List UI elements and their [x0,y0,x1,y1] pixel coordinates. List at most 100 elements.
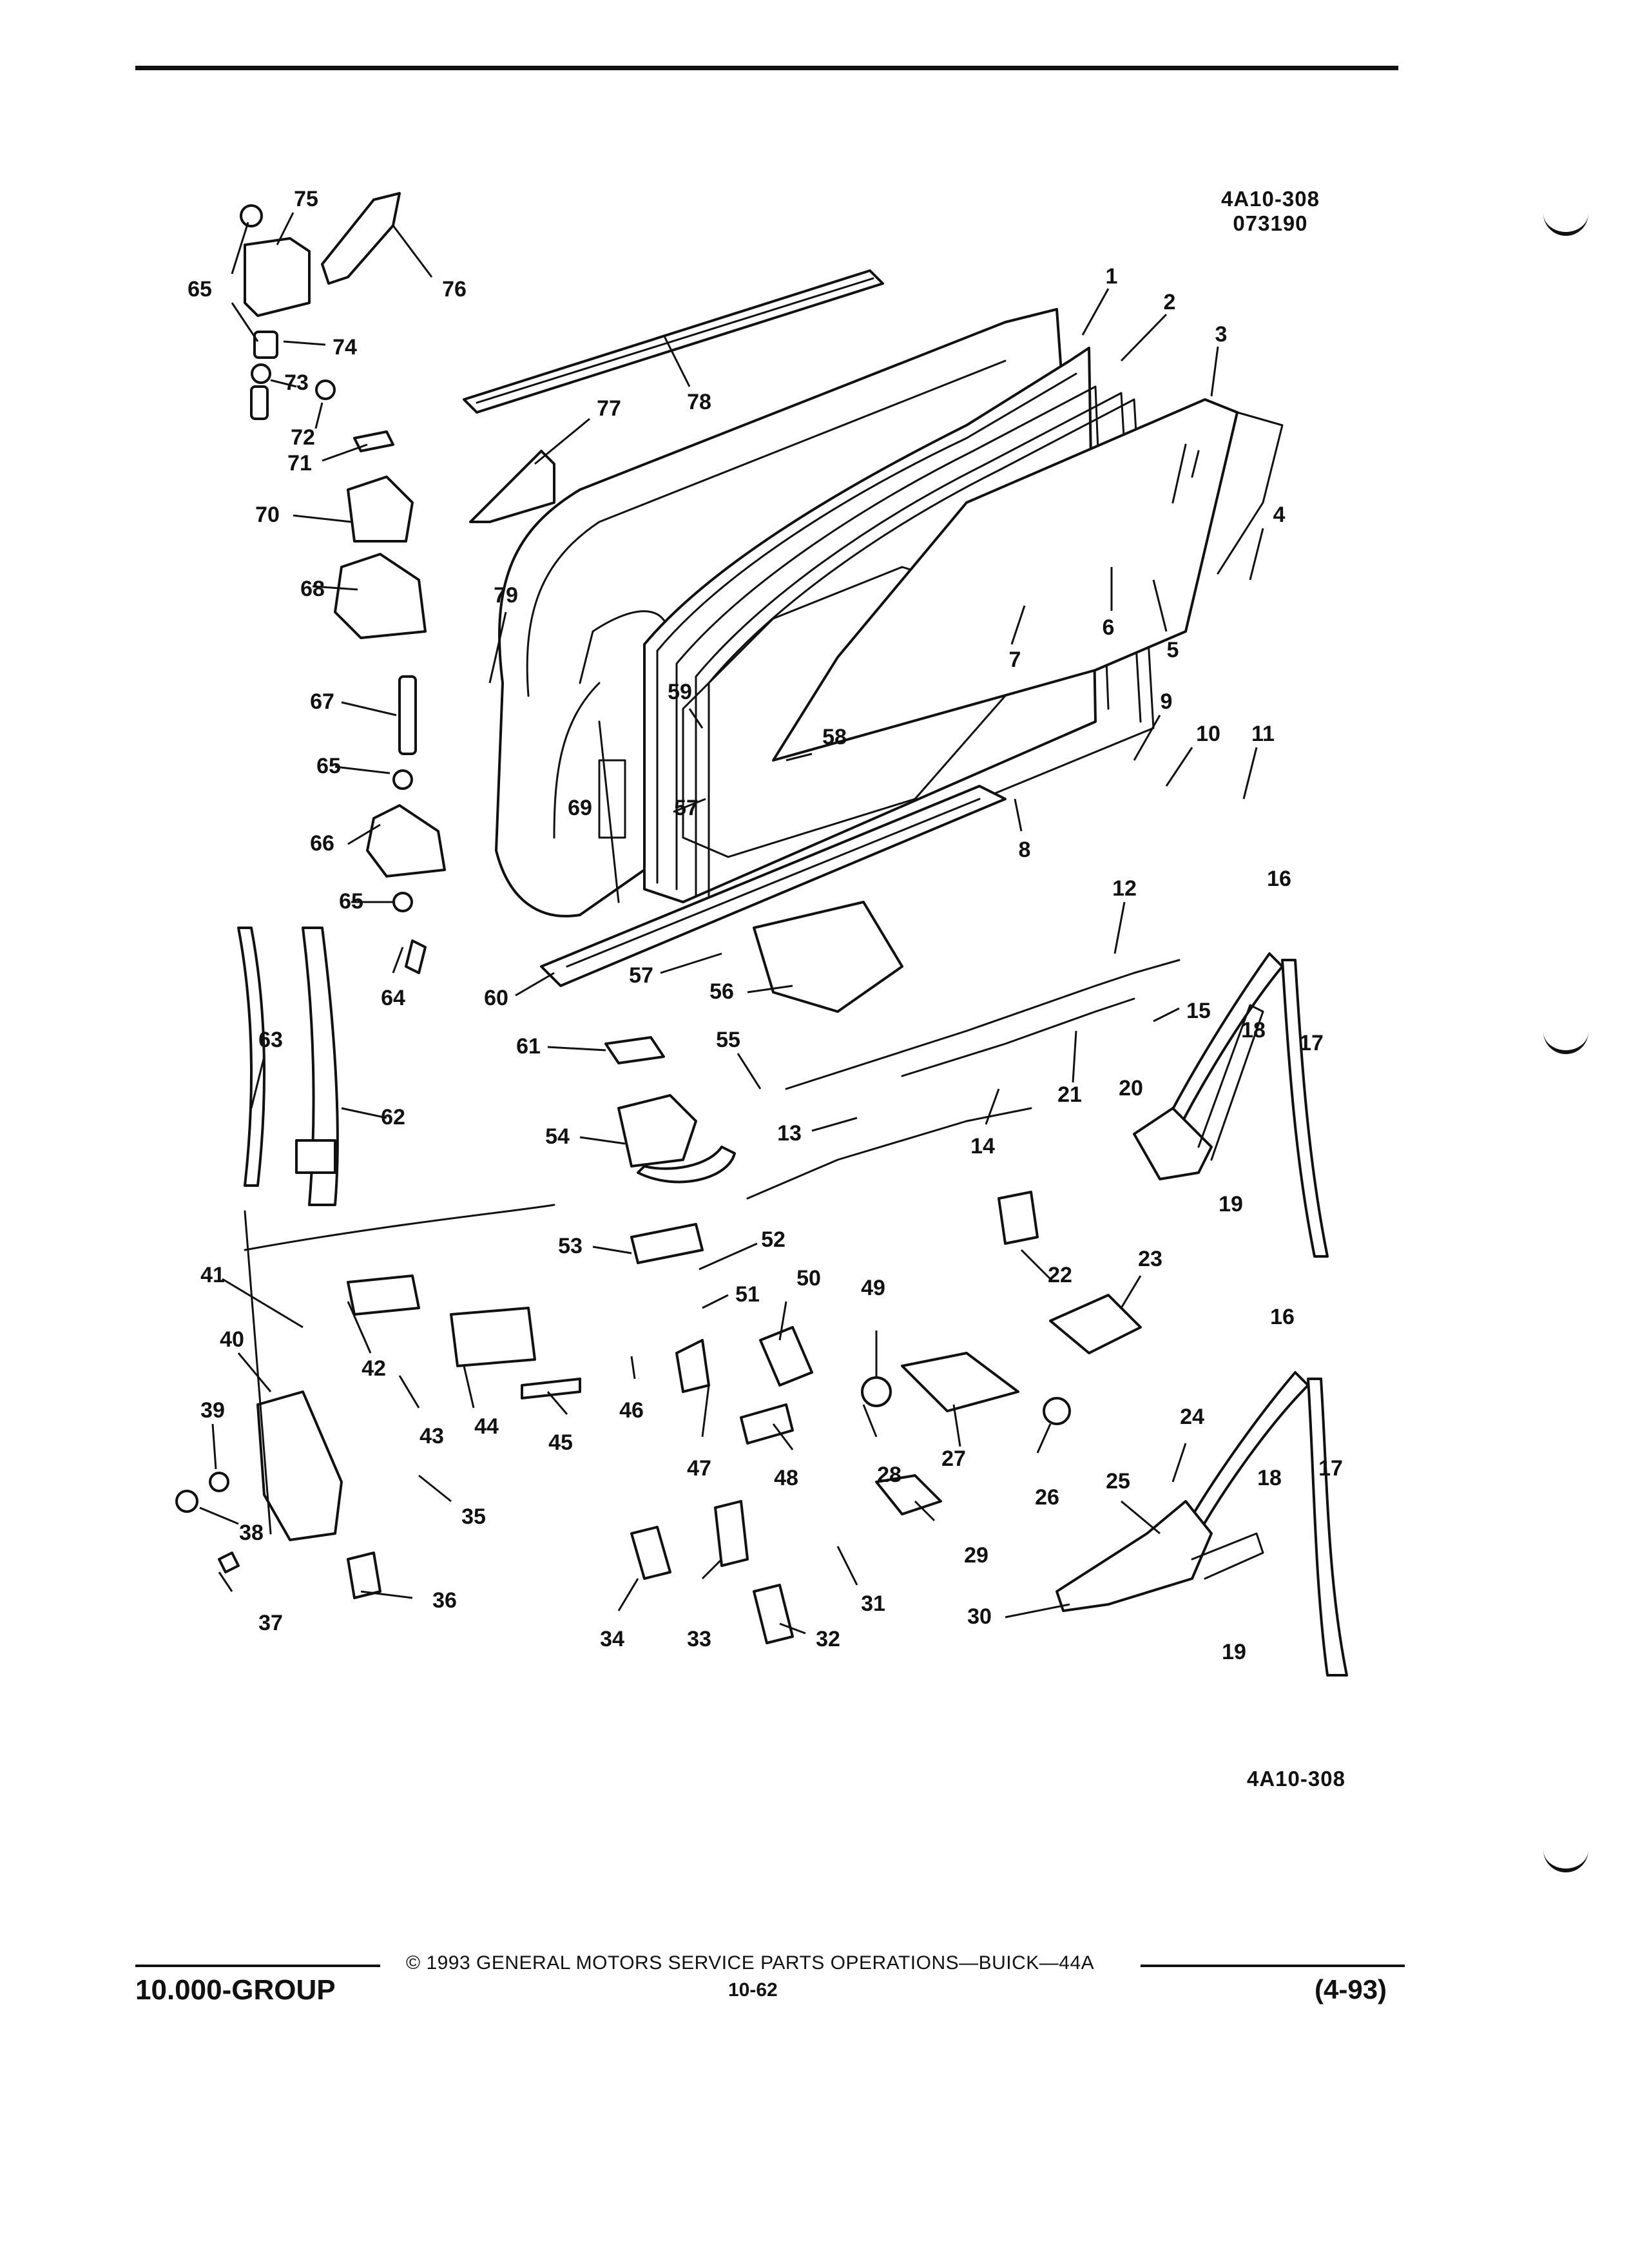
footer-page-number: 10-62 [728,1979,778,2001]
callout-69: 69 [568,796,592,820]
callout-16-lower: 16 [1270,1305,1295,1329]
callout-5: 5 [1167,638,1179,662]
callout-38: 38 [239,1521,264,1545]
callout-18-lower: 18 [1257,1466,1282,1490]
callout-24: 24 [1180,1405,1204,1429]
callout-1: 1 [1106,264,1118,289]
callout-37: 37 [258,1611,283,1635]
callout-3: 3 [1215,322,1228,347]
binding-mark-bottom [1543,1849,1588,1872]
callout-68: 68 [300,577,325,601]
callout-52: 52 [761,1227,786,1252]
callout-60: 60 [484,986,508,1010]
callout-35: 35 [461,1504,486,1529]
callout-7: 7 [1009,648,1021,672]
callout-71: 71 [287,451,312,476]
callout-28: 28 [877,1463,901,1487]
callout-18-upper: 18 [1241,1018,1266,1043]
callout-13: 13 [777,1121,802,1146]
callout-15: 15 [1186,999,1211,1023]
callout-4: 4 [1273,503,1286,527]
callout-70: 70 [255,503,280,527]
callout-33: 33 [687,1627,711,1651]
callout-40: 40 [220,1327,244,1352]
callout-77: 77 [597,396,621,421]
callout-73: 73 [284,370,309,395]
callout-26: 26 [1035,1485,1059,1510]
figure-reference-code: 4A10-308 073190 [1221,187,1320,236]
callout-39: 39 [200,1398,225,1423]
handles-latches [175,901,1142,1644]
ref-code-line1: 4A10-308 [1221,187,1320,211]
callout-67: 67 [310,689,334,714]
callout-41: 41 [200,1263,225,1287]
callout-66: 66 [310,831,334,856]
callout-75: 75 [294,187,318,211]
callout-14: 14 [970,1134,995,1158]
callout-78: 78 [687,390,711,414]
callout-12: 12 [1112,876,1137,901]
bracket-77 [469,450,555,523]
callout-17-lower: 17 [1318,1456,1343,1481]
callout-50: 50 [796,1266,821,1291]
lower-seal-strip [540,785,1007,987]
binding-mark-top [1543,213,1588,236]
callout-62: 62 [381,1105,405,1129]
hinge-parts [240,192,446,974]
callout-46: 46 [619,1398,644,1423]
callout-43: 43 [419,1424,444,1448]
callout-51: 51 [735,1282,760,1307]
callout-45: 45 [548,1430,573,1455]
top-rule [135,66,1398,70]
ref-code-line2: 073190 [1233,211,1308,235]
callout-53: 53 [558,1234,583,1258]
callout-63: 63 [258,1028,283,1052]
callout-49: 49 [861,1276,885,1300]
callout-59: 59 [668,680,692,704]
callout-58: 58 [822,725,847,749]
callout-72: 72 [291,425,315,450]
callout-64: 64 [381,986,405,1010]
callout-31: 31 [861,1591,885,1616]
footer-rule-left [135,1965,380,1967]
callout-54: 54 [545,1124,570,1149]
callout-labels: 1 2 3 4 5 6 7 8 9 10 11 12 13 14 15 16 1… [188,187,1343,1664]
run-channels [237,927,339,1206]
callout-34: 34 [600,1627,624,1651]
callout-74: 74 [333,335,357,360]
callout-42: 42 [361,1356,386,1381]
callout-21: 21 [1057,1082,1082,1107]
window-regulator-lower [1055,1371,1348,1677]
footer-copyright: © 1993 GENERAL MOTORS SERVICE PARTS OPER… [406,1952,1095,1974]
callout-65-top: 65 [188,277,212,302]
callout-19-lower: 19 [1222,1640,1246,1664]
figure-bottom-code: 4A10-308 [1247,1767,1345,1791]
callout-11: 11 [1251,722,1275,746]
footer-rule-right [1141,1965,1405,1967]
door-glass [772,398,1284,762]
callout-6: 6 [1103,615,1115,640]
callout-65-middle: 65 [316,754,341,778]
callout-10: 10 [1196,722,1220,746]
callout-65-bottom: 65 [339,889,363,914]
callout-61: 61 [516,1034,541,1059]
callout-16-upper: 16 [1267,867,1291,891]
callout-17-upper: 17 [1299,1031,1324,1055]
control-rods [746,959,1181,1200]
callout-20: 20 [1119,1076,1143,1100]
callout-57-upper: 57 [674,796,699,820]
callout-32: 32 [816,1627,840,1651]
window-regulator-upper [1133,952,1329,1258]
callout-27: 27 [941,1446,966,1471]
callout-23: 23 [1138,1247,1162,1271]
callout-48: 48 [774,1466,798,1490]
binding-mark-middle [1543,1031,1588,1054]
callout-9: 9 [1161,689,1173,714]
callout-19-upper: 19 [1219,1192,1243,1216]
callout-79: 79 [494,583,518,608]
leader-lines [199,212,1264,1635]
callout-47: 47 [687,1456,711,1481]
callout-55: 55 [716,1028,740,1052]
footer-group: 10.000-GROUP [135,1974,336,2006]
